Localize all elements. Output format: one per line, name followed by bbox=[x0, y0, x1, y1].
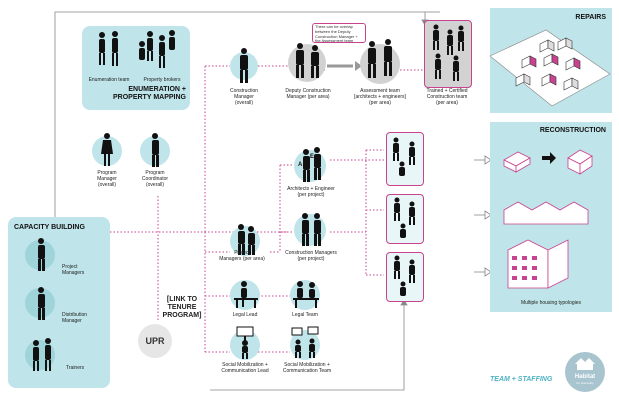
construction-manager-label: Construction Manager (overall) bbox=[229, 88, 259, 106]
overlap-note: There can be overlap between the Deputy … bbox=[312, 23, 366, 43]
svg-text:A: A bbox=[298, 162, 303, 168]
project-managers-area-label: Project Managers (per area) bbox=[219, 250, 265, 262]
deputy-manager-circle bbox=[288, 44, 326, 82]
program-coordinator-label: Program Coordinator (overall) bbox=[141, 170, 169, 188]
construction-teams-people-icon bbox=[393, 137, 415, 296]
architects-engineer-people-icon: A E bbox=[298, 147, 321, 182]
reconstruction-caption: Multiple housing typologies bbox=[520, 300, 582, 306]
program-people-icon bbox=[101, 133, 159, 167]
reconstruction-typologies-icon bbox=[503, 149, 593, 289]
repairs-title: REPAIRS bbox=[575, 14, 606, 21]
deputy-manager-label: Deputy Construction Manager (per area) bbox=[285, 88, 331, 100]
enumeration-title-2: PROPERTY MAPPING bbox=[113, 94, 186, 101]
project-managers-area-people-icon bbox=[238, 224, 255, 255]
deputy-manager-people-icon bbox=[296, 43, 319, 78]
property-brokers-label: Property brokers bbox=[143, 77, 181, 83]
upr-label: UPR bbox=[145, 336, 165, 346]
svg-text:E: E bbox=[310, 154, 314, 160]
enumeration-people-icon bbox=[99, 30, 175, 68]
legal-team-label: Legal Team bbox=[292, 312, 318, 318]
enumeration-title-1: ENUMERATION + bbox=[128, 86, 186, 93]
program-manager-label: Program Manager (overall) bbox=[97, 170, 117, 188]
legal-team-people-icon bbox=[293, 281, 319, 308]
habitat-logo-subtext: for Humanity bbox=[576, 381, 594, 385]
assessment-team-circle bbox=[360, 44, 400, 84]
assessment-team-people-icon bbox=[368, 39, 392, 78]
habitat-logo-icon bbox=[565, 352, 605, 392]
enumeration-team-label: Enumeration team bbox=[88, 77, 130, 83]
enumeration-panel: Enumeration team Property brokers ENUMER… bbox=[82, 26, 190, 110]
repairs-houses-icon bbox=[489, 29, 611, 107]
construction-manager-person-icon bbox=[240, 48, 248, 83]
capacity-distribution-manager-label: Distribution Manager bbox=[62, 312, 88, 324]
architects-engineer-label: Architects + Engineer (per project) bbox=[287, 186, 335, 198]
social-lead-person-icon bbox=[236, 326, 254, 359]
habitat-logo-text: Habitat bbox=[574, 374, 596, 380]
trained-team-people-icon bbox=[433, 24, 464, 81]
assessment-team-label: Assessment team [architects + engineers]… bbox=[354, 88, 406, 106]
team-box-1 bbox=[386, 132, 424, 186]
upr-circle bbox=[138, 324, 172, 358]
legal-lead-person-icon bbox=[234, 281, 258, 308]
construction-managers-people-icon bbox=[302, 213, 321, 246]
link-tenure-label: [LINK TO TENURE PROGRAM] bbox=[162, 296, 202, 319]
trained-team-label: Trained + Certified Construction team (p… bbox=[426, 88, 468, 106]
habitat-house-icon bbox=[575, 358, 595, 370]
reconstruction-title: RECONSTRUCTION bbox=[539, 127, 606, 134]
team-staffing-label: TEAM + STAFFING bbox=[490, 376, 553, 383]
construction-managers-label: Construction Managers (per project) bbox=[285, 250, 337, 262]
social-team-people-icon bbox=[291, 326, 319, 358]
capacity-building-title: CAPACITY BUILDING bbox=[14, 224, 85, 231]
capacity-project-managers-label: Project Managers bbox=[62, 264, 85, 276]
social-team-label: Social Mobilization + Communication Team bbox=[282, 362, 332, 374]
capacity-trainers-label: Trainers bbox=[66, 365, 85, 371]
social-lead-label: Social Mobilization + Communication Lead bbox=[221, 362, 269, 374]
capacity-people-icon bbox=[33, 238, 51, 371]
legal-lead-label: Legal Lead bbox=[232, 312, 258, 318]
